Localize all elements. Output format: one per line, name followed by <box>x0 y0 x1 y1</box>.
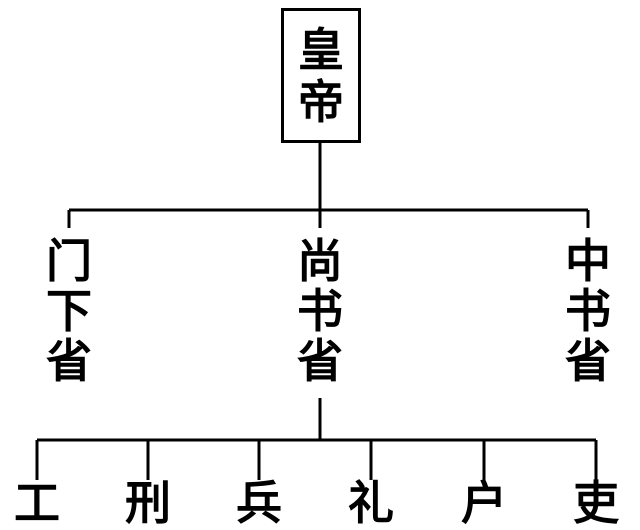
org-chart-connectors <box>35 143 598 480</box>
ministry-li-rites: 礼 <box>346 478 396 528</box>
dept-char: 下 <box>46 284 92 338</box>
dept-char: 书 <box>297 284 343 338</box>
emperor-char-1: 皇 <box>298 22 344 77</box>
ministry-char: 吏 <box>573 476 619 530</box>
department-zhong-shu: 中 书 省 <box>563 236 613 386</box>
dept-char: 门 <box>46 234 92 288</box>
department-men-xia: 门 下 省 <box>44 236 94 386</box>
ministry-char: 户 <box>461 476 507 530</box>
ministry-char: 刑 <box>125 476 171 530</box>
dept-char: 尚 <box>297 234 343 288</box>
ministry-char: 礼 <box>348 476 394 530</box>
ministry-gong: 工 <box>12 478 62 528</box>
dept-char: 中 <box>565 234 611 288</box>
ministry-bing: 兵 <box>234 478 284 528</box>
dept-char: 省 <box>297 334 343 388</box>
ministry-char: 兵 <box>236 476 282 530</box>
dept-char: 省 <box>565 334 611 388</box>
ministry-li-personnel: 吏 <box>571 478 621 528</box>
dept-char: 省 <box>46 334 92 388</box>
ministry-hu: 户 <box>459 478 509 528</box>
emperor-char-2: 帝 <box>298 74 344 129</box>
ministry-char: 工 <box>14 476 60 530</box>
ministry-xing: 刑 <box>123 478 173 528</box>
dept-char: 书 <box>565 284 611 338</box>
emperor-node: 皇 帝 <box>281 8 361 143</box>
department-shang-shu: 尚 书 省 <box>295 236 345 386</box>
